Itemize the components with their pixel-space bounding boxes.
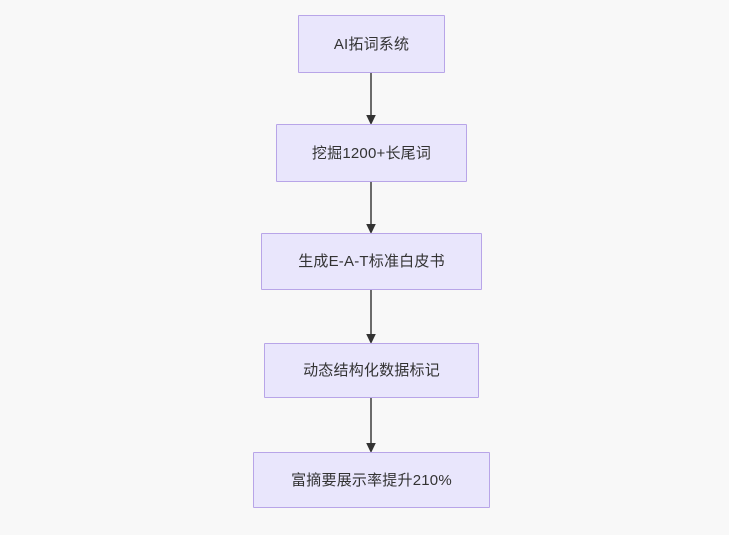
arrowhead-icon xyxy=(366,115,376,125)
flow-edge-4 xyxy=(366,398,376,453)
flow-node-ai-keyword-system[interactable]: AI拓词系统 xyxy=(298,15,445,73)
flow-edge-3 xyxy=(366,290,376,344)
flow-node-label: 动态结构化数据标记 xyxy=(303,362,440,379)
arrowhead-icon xyxy=(366,443,376,453)
flow-node-label: 挖掘1200+长尾词 xyxy=(311,144,432,162)
flow-edge-2 xyxy=(366,182,376,234)
flow-node-label: 生成E-A-T标准白皮书 xyxy=(298,253,445,270)
flow-edge-1 xyxy=(366,73,376,125)
flow-node-label: AI拓词系统 xyxy=(333,35,410,53)
flow-node-dynamic-structured-data-markup[interactable]: 动态结构化数据标记 xyxy=(264,343,479,398)
flow-node-mine-longtail-keywords[interactable]: 挖掘1200+长尾词 xyxy=(276,124,467,182)
flow-node-label: 富摘要展示率提升210% xyxy=(291,471,452,489)
arrowhead-icon xyxy=(366,224,376,234)
flow-node-generate-eat-whitepaper[interactable]: 生成E-A-T标准白皮书 xyxy=(261,233,482,290)
arrowhead-icon xyxy=(366,334,376,344)
flow-node-rich-snippet-impression-uplift[interactable]: 富摘要展示率提升210% xyxy=(253,452,490,508)
